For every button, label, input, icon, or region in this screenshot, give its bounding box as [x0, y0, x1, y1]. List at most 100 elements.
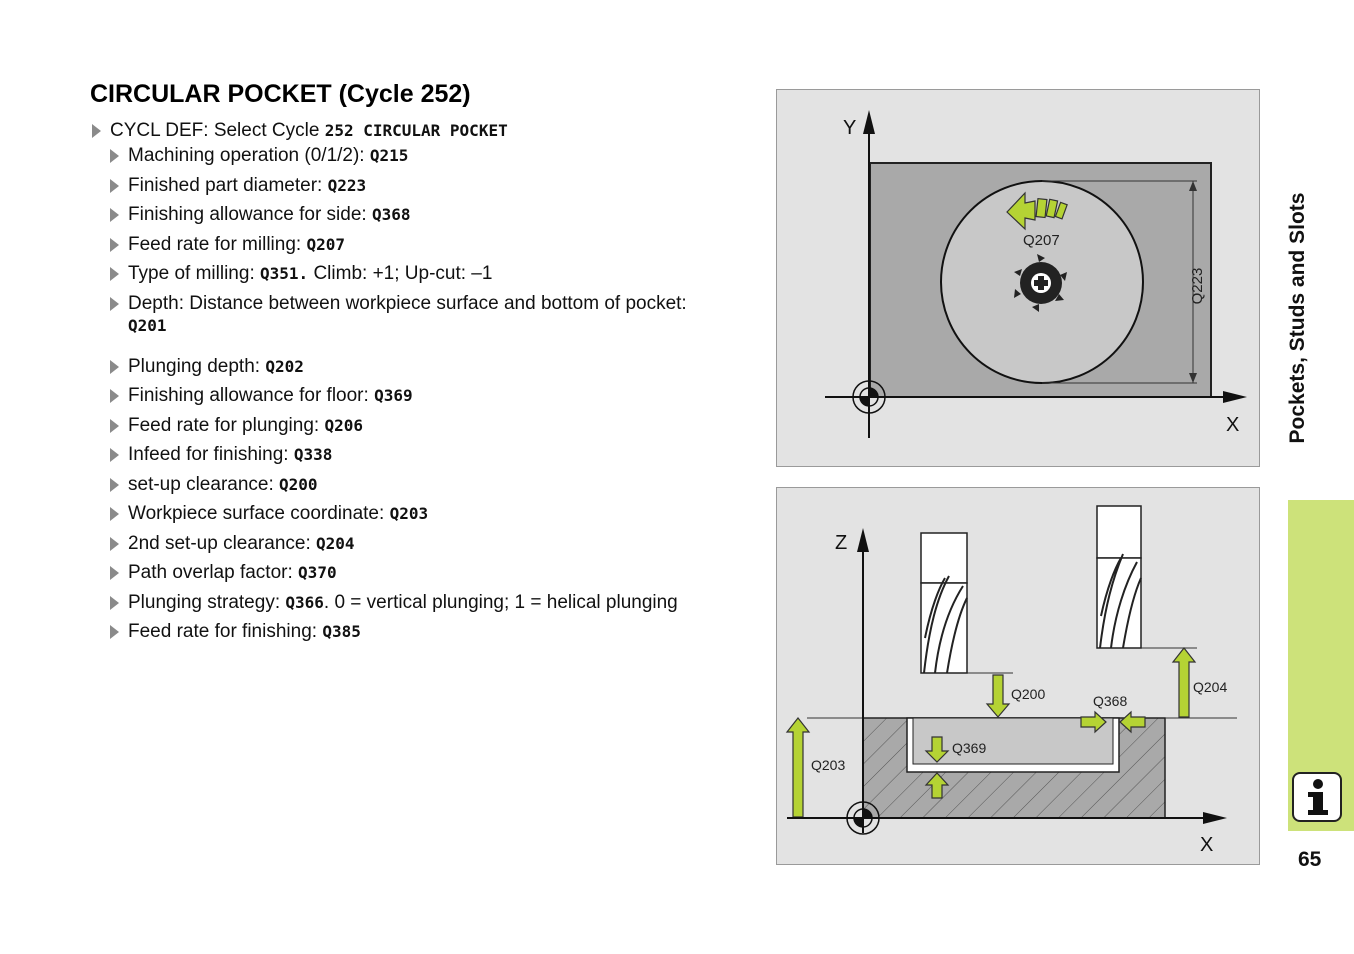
- step-note: Climb: +1; Up-cut: –1: [308, 263, 493, 284]
- step-text: Plunging depth:: [128, 356, 266, 377]
- list-item: Feed rate for plunging: Q206: [110, 415, 740, 437]
- q200-label: Q200: [1011, 686, 1045, 702]
- bullet-arrow-icon: [110, 537, 119, 551]
- parameter-code: Q201: [128, 316, 167, 335]
- list-item: Finishing allowance for side: Q368: [110, 204, 740, 226]
- section-tab-label: Pockets, Studs and Slots: [1286, 192, 1309, 444]
- list-item: Plunging depth: Q202: [110, 356, 740, 378]
- page-title: CIRCULAR POCKET (Cycle 252): [90, 80, 471, 108]
- bullet-arrow-icon: [110, 149, 119, 163]
- step-text: Type of milling:: [128, 263, 260, 284]
- step-text: set-up clearance:: [128, 474, 280, 495]
- datum-icon: [852, 380, 886, 414]
- step-text: Depth: Distance between workpiece surfac…: [128, 293, 687, 314]
- parameter-code: Q370: [298, 563, 337, 582]
- bullet-arrow-icon: [110, 179, 119, 193]
- step-text: Workpiece surface coordinate:: [128, 503, 390, 524]
- bullet-arrow-icon: [110, 507, 119, 521]
- q368-arrow-left-icon: [1119, 710, 1146, 734]
- xy-diagram-svg: Q223 Q207 Y X: [825, 110, 1247, 438]
- list-item: Machining operation (0/1/2): Q215: [110, 145, 740, 167]
- milling-cutter-icon: [1014, 254, 1067, 312]
- list-item: CYCL DEF: Select Cycle 252 CIRCULAR POCK…: [92, 120, 740, 142]
- parameter-code: Q366: [285, 593, 324, 612]
- list-item: Plunging strategy: Q366. 0 = vertical pl…: [110, 592, 740, 614]
- q369-label: Q369: [952, 740, 986, 756]
- step-text: Finishing allowance for side:: [128, 204, 372, 225]
- list-item: Path overlap factor: Q370: [110, 562, 740, 584]
- parameter-code: Q204: [316, 534, 355, 553]
- parameter-code: Q351.: [260, 264, 309, 283]
- z-axis-label: Z: [835, 532, 847, 554]
- parameter-code: Q369: [374, 386, 413, 405]
- bullet-arrow-icon: [110, 389, 119, 403]
- step-text: Finished part diameter:: [128, 175, 328, 196]
- pocket-finish-area: [912, 717, 1114, 765]
- parameter-code: Q206: [324, 416, 363, 435]
- list-item: Finished part diameter: Q223: [110, 175, 740, 197]
- end-mill-left-icon: [920, 532, 968, 674]
- parameter-code: Q202: [265, 357, 304, 376]
- q204-arrow-icon: [1171, 647, 1197, 718]
- parameter-code: Q223: [327, 176, 367, 195]
- q207-label: Q207: [1023, 232, 1060, 249]
- step-text: Plunging strategy:: [128, 592, 286, 613]
- step-text: Path overlap factor:: [128, 562, 299, 583]
- bullet-arrow-icon: [110, 478, 119, 492]
- parameter-code: Q200: [279, 475, 318, 494]
- q204-label: Q204: [1193, 679, 1227, 695]
- step-text: 2nd set-up clearance:: [128, 533, 317, 554]
- bullet-arrow-icon: [110, 419, 119, 433]
- bullet-arrow-icon: [110, 267, 119, 281]
- bullet-arrow-icon: [110, 360, 119, 374]
- step-text: Feed rate for milling:: [128, 234, 307, 255]
- page-number: 65: [1298, 848, 1322, 871]
- step-text: Machining operation (0/1/2):: [128, 145, 370, 166]
- parameter-code: Q203: [389, 504, 429, 523]
- parameter-code: Q215: [369, 146, 409, 165]
- list-item: Finishing allowance for floor: Q369: [110, 385, 740, 407]
- bullet-arrow-icon: [110, 625, 119, 639]
- x-axis-label: X: [1226, 414, 1239, 436]
- q369-arrow-up-icon: [924, 772, 950, 799]
- list-item: Feed rate for milling: Q207: [110, 234, 740, 256]
- step-note: . 0 = vertical plunging; 1 = helical plu…: [323, 592, 678, 613]
- feed-arrow-icon: [1006, 191, 1068, 231]
- parameter-code: Q368: [371, 205, 411, 224]
- info-icon: [1292, 772, 1342, 822]
- step-text: CYCL DEF: Select Cycle: [110, 120, 325, 141]
- end-mill-right-icon: [1096, 505, 1142, 649]
- bullet-arrow-icon: [110, 238, 119, 252]
- q223-label: Q223: [1189, 268, 1206, 305]
- list-item: Depth: Distance between workpiece surfac…: [110, 293, 740, 337]
- list-item: 2nd set-up clearance: Q204: [110, 533, 740, 555]
- step-text: Infeed for finishing:: [128, 444, 294, 465]
- list-item: Workpiece surface coordinate: Q203: [110, 503, 740, 525]
- xy-plane-diagram: Q223 Q207 Y X: [776, 89, 1260, 467]
- list-item: set-up clearance: Q200: [110, 474, 740, 496]
- list-item: Feed rate for finishing: Q385: [110, 621, 740, 643]
- parameter-code: 252 CIRCULAR POCKET: [324, 121, 508, 140]
- bullet-arrow-icon: [110, 596, 119, 610]
- list-item: Type of milling: Q351. Climb: +1; Up-cut…: [110, 263, 740, 285]
- datum-icon-bottom: [846, 801, 880, 835]
- q369-arrow-down-icon: [924, 736, 950, 763]
- bullet-arrow-icon: [92, 124, 101, 138]
- y-axis-label: Y: [843, 117, 856, 139]
- bullet-arrow-icon: [110, 566, 119, 580]
- step-text: Feed rate for finishing:: [128, 621, 323, 642]
- x-axis-label-bottom: X: [1200, 834, 1213, 856]
- q203-arrow-icon: [785, 717, 811, 818]
- q203-label: Q203: [811, 757, 845, 773]
- parameter-code: Q207: [306, 235, 345, 254]
- parameter-code: Q338: [293, 445, 333, 464]
- step-text: Finishing allowance for floor:: [128, 385, 375, 406]
- xz-plane-diagram: Q200 Q204 Q368 Q369 Q203 Z X: [776, 487, 1260, 865]
- step-text: Feed rate for plunging:: [128, 415, 325, 436]
- list-item: Infeed for finishing: Q338: [110, 444, 740, 466]
- bullet-arrow-icon: [110, 297, 119, 311]
- bullet-arrow-icon: [110, 208, 119, 222]
- q200-arrow-icon: [985, 674, 1011, 718]
- xz-diagram-svg: Q200 Q204 Q368 Q369 Q203 Z X: [785, 505, 1237, 856]
- bullet-arrow-icon: [110, 448, 119, 462]
